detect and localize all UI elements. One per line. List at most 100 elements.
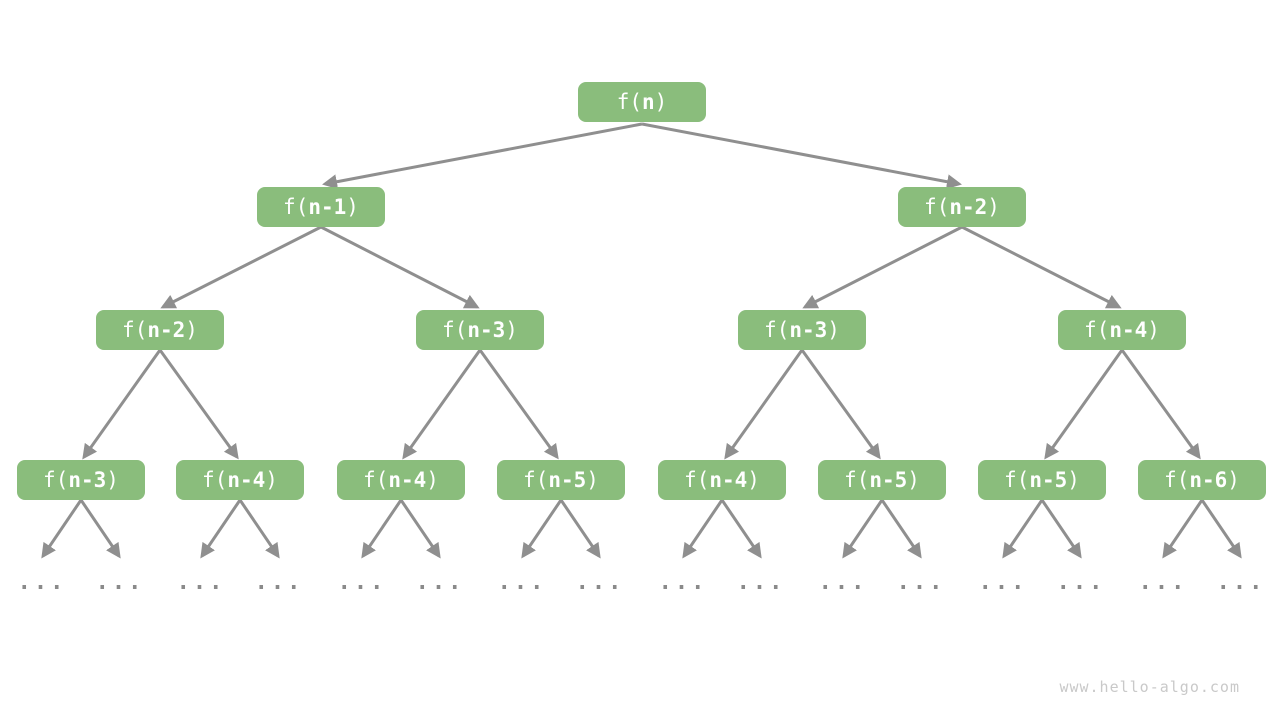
edge-arrow xyxy=(802,225,963,309)
edge-arrow xyxy=(720,499,762,559)
ellipsis-leaf: ... xyxy=(254,570,304,595)
edge-arrow xyxy=(399,499,441,559)
tree-node-f-n-1: f(n-1) xyxy=(257,187,385,227)
edge-arrow xyxy=(1120,349,1201,460)
ellipsis-leaf: ... xyxy=(176,570,226,595)
edge-arrow xyxy=(1200,499,1242,559)
node-label-arg: n-3 xyxy=(467,318,506,342)
node-label-arg: n-4 xyxy=(1109,318,1148,342)
node-label-post: ) xyxy=(747,468,760,492)
node-label-post: ) xyxy=(907,468,920,492)
tree-node-f-n-3: f(n-3) xyxy=(738,310,866,350)
node-label-post: ) xyxy=(185,318,198,342)
edge-arrow xyxy=(521,499,563,559)
ellipsis-leaf: ... xyxy=(17,570,67,595)
node-label-pre: f( xyxy=(844,468,870,492)
edge-arrow xyxy=(238,499,280,559)
edge-arrow xyxy=(880,499,922,559)
node-label-post: ) xyxy=(1227,468,1240,492)
edge-arrow xyxy=(1002,499,1044,559)
node-label-pre: f( xyxy=(283,195,309,219)
node-label-arg: n-6 xyxy=(1189,468,1228,492)
node-label-pre: f( xyxy=(1084,318,1110,342)
node-label-pre: f( xyxy=(764,318,790,342)
node-label-arg: n-3 xyxy=(68,468,107,492)
watermark-text: www.hello-algo.com xyxy=(1059,678,1240,696)
node-label-pre: f( xyxy=(1164,468,1190,492)
edge-arrow xyxy=(724,349,804,460)
edge-arrow xyxy=(1162,499,1204,559)
edge-arrow xyxy=(79,499,121,559)
node-label-pre: f( xyxy=(43,468,69,492)
node-label-pre: f( xyxy=(616,90,642,114)
tree-node-f-n-4: f(n-4) xyxy=(176,460,304,500)
edge-arrow xyxy=(842,499,884,559)
tree-node-f-n-5: f(n-5) xyxy=(978,460,1106,500)
ellipsis-leaf: ... xyxy=(415,570,465,595)
ellipsis-leaf: ... xyxy=(1138,570,1188,595)
node-label-post: ) xyxy=(426,468,439,492)
tree-node-f-n-4: f(n-4) xyxy=(658,460,786,500)
ellipsis-leaf: ... xyxy=(978,570,1028,595)
node-label-arg: n-3 xyxy=(789,318,828,342)
node-label-post: ) xyxy=(1067,468,1080,492)
tree-node-f-n-2: f(n-2) xyxy=(898,187,1026,227)
edge-arrow xyxy=(402,349,482,460)
ellipsis-leaf: ... xyxy=(1216,570,1266,595)
node-label-pre: f( xyxy=(202,468,228,492)
ellipsis-leaf: ... xyxy=(818,570,868,595)
ellipsis-leaf: ... xyxy=(896,570,946,595)
tree-node-f-n-5: f(n-5) xyxy=(497,460,625,500)
ellipsis-leaf: ... xyxy=(1056,570,1106,595)
edge-arrow xyxy=(320,225,480,309)
tree-node-f-n-3: f(n-3) xyxy=(17,460,145,500)
node-label-post: ) xyxy=(586,468,599,492)
edge-arrow xyxy=(200,499,242,559)
node-label-post: ) xyxy=(106,468,119,492)
node-label-post: ) xyxy=(346,195,359,219)
node-label-arg: n xyxy=(641,90,655,114)
node-label-pre: f( xyxy=(523,468,549,492)
tree-node-f-n-4: f(n-4) xyxy=(1058,310,1186,350)
node-label-pre: f( xyxy=(442,318,468,342)
edge-arrow xyxy=(478,349,559,460)
node-label-pre: f( xyxy=(684,468,710,492)
node-label-pre: f( xyxy=(1004,468,1030,492)
tree-node-f-n-3: f(n-3) xyxy=(416,310,544,350)
node-label-post: ) xyxy=(987,195,1000,219)
ellipsis-leaf: ... xyxy=(658,570,708,595)
ellipsis-leaf: ... xyxy=(575,570,625,595)
edge-arrow xyxy=(800,349,881,460)
edge-arrow xyxy=(82,349,162,460)
node-label-arg: n-5 xyxy=(869,468,908,492)
node-label-arg: n-1 xyxy=(308,195,347,219)
edge-arrow xyxy=(1040,499,1082,559)
node-label-post: ) xyxy=(827,318,840,342)
tree-node-f-n-5: f(n-5) xyxy=(818,460,946,500)
edge-arrow xyxy=(682,499,724,559)
node-label-pre: f( xyxy=(122,318,148,342)
node-label-arg: n-2 xyxy=(949,195,988,219)
edge-arrow xyxy=(1044,349,1124,460)
node-label-arg: n-4 xyxy=(709,468,748,492)
node-label-arg: n-5 xyxy=(548,468,587,492)
edge-arrow xyxy=(41,499,83,559)
node-label-post: ) xyxy=(505,318,518,342)
ellipsis-leaf: ... xyxy=(95,570,145,595)
tree-node-f-n-4: f(n-4) xyxy=(337,460,465,500)
node-label-pre: f( xyxy=(363,468,389,492)
edge-arrow xyxy=(361,499,403,559)
tree-node-f-n-2: f(n-2) xyxy=(96,310,224,350)
node-label-pre: f( xyxy=(924,195,950,219)
edge-arrow xyxy=(559,499,601,559)
node-label-post: ) xyxy=(654,90,668,114)
edge-arrow xyxy=(160,225,322,309)
node-label-arg: n-4 xyxy=(227,468,266,492)
ellipsis-leaf: ... xyxy=(497,570,547,595)
node-label-post: ) xyxy=(1147,318,1160,342)
node-label-arg: n-5 xyxy=(1029,468,1068,492)
tree-node-f-n-6: f(n-6) xyxy=(1138,460,1266,500)
tree-node-f-n: f(n) xyxy=(578,82,706,122)
edge-arrow xyxy=(641,122,962,190)
